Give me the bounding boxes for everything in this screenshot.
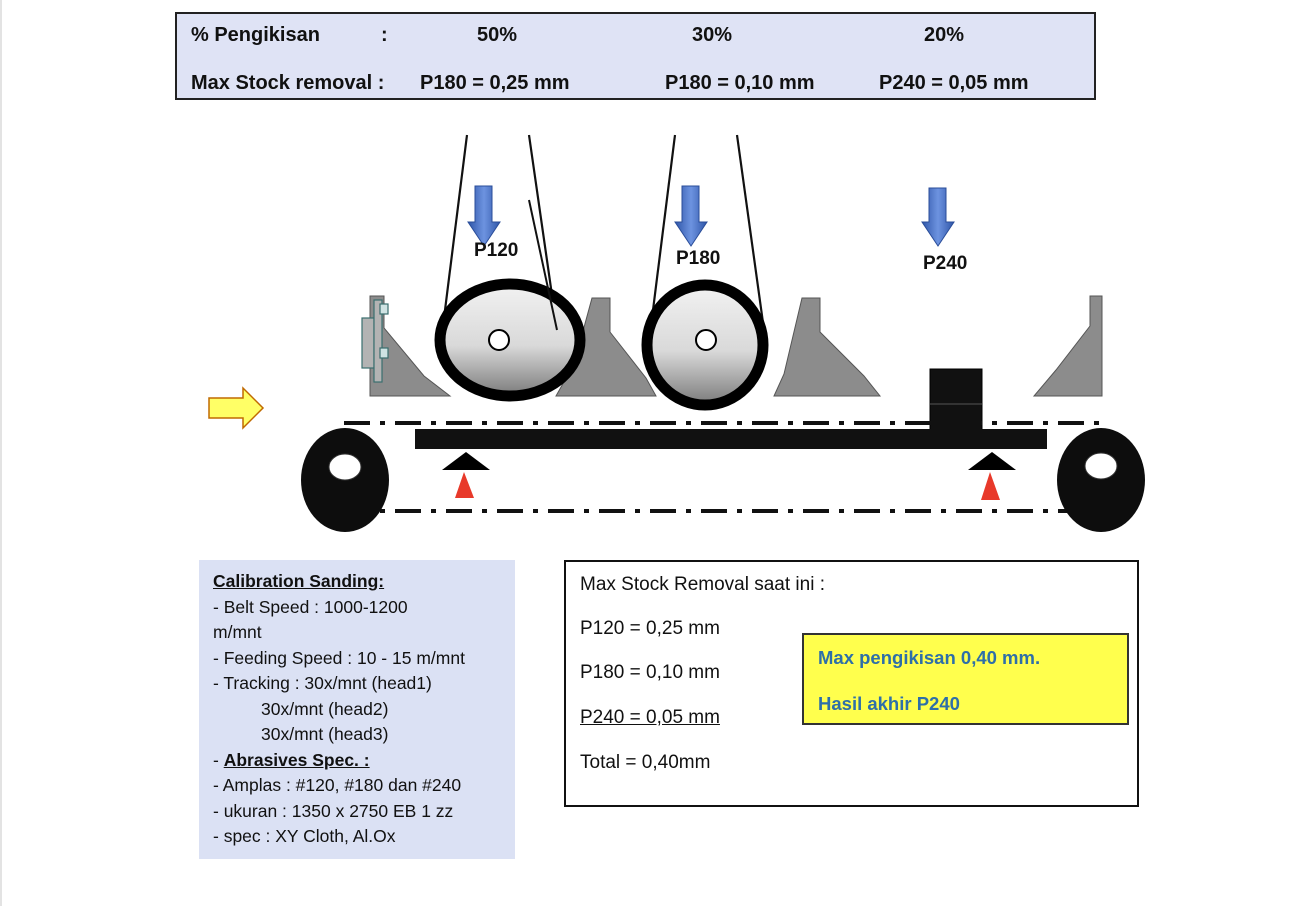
feeding-speed: - Feeding Speed : 10 - 15 m/mnt xyxy=(213,647,465,668)
machine-frames xyxy=(369,295,1103,397)
spec: - spec : XY Cloth, Al.Ox xyxy=(213,826,396,846)
tracking-head2: 30x/mnt (head2) xyxy=(261,698,389,719)
note-hasil-akhir: Hasil akhir P240 xyxy=(818,693,960,714)
stock-p240: P240 = 0,05 mm xyxy=(580,707,720,728)
note-max-pengikisan: Max pengikisan 0,40 mm. xyxy=(818,647,1041,668)
sanding-machine-diagram: P120 P180 P240 xyxy=(0,120,1306,560)
stock-p120: P120 = 0,25 mm xyxy=(580,618,720,639)
page-edge xyxy=(0,0,2,906)
abrasives-prefix: - xyxy=(213,749,224,770)
belt-speed: - Belt Speed : 1000-1200 xyxy=(213,596,408,617)
pengikisan-head2: 30% xyxy=(692,24,733,46)
pengikisan-label: % Pengikisan xyxy=(191,24,320,46)
pressure-arrow-icons xyxy=(467,185,955,247)
tracking-head1: - Tracking : 30x/mnt (head1) xyxy=(213,673,432,693)
feed-direction-arrow-icon xyxy=(208,386,265,430)
machine-drawing xyxy=(208,134,1145,532)
ukuran: - ukuran : 1350 x 2750 EB 1 zz xyxy=(213,800,454,821)
work-table xyxy=(415,429,1047,449)
table-supports xyxy=(442,452,1016,500)
head-label-p180: P180 xyxy=(676,248,721,269)
result-note: Max pengikisan 0,40 mm. Hasil akhir P240 xyxy=(802,633,1129,725)
stock-title: Max Stock Removal saat ini : xyxy=(580,574,825,595)
belt-speed-unit: m/mnt xyxy=(213,622,262,642)
amplas: - Amplas : #120, #180 dan #240 xyxy=(213,775,462,795)
stock-p180: P180 = 0,10 mm xyxy=(580,662,720,683)
abrasives-title: Abrasives Spec. : xyxy=(223,749,370,770)
calibration-panel: Calibration Sanding: - Belt Speed : 1000… xyxy=(199,560,515,859)
stock-removal-head2: P180 = 0,10 mm xyxy=(665,72,815,94)
sanding-drums xyxy=(434,199,769,411)
pengikisan-table: % Pengikisan : 50% 30% 20% Max Stock rem… xyxy=(175,12,1096,100)
pengikisan-head1: 50% xyxy=(477,24,518,46)
conveyor-belt xyxy=(344,421,1102,513)
stock-total: Total = 0,40mm xyxy=(580,752,711,773)
stock-removal-label: Max Stock removal : xyxy=(191,72,385,94)
head-label-p120: P120 xyxy=(474,240,519,261)
stock-removal-head1: P180 = 0,25 mm xyxy=(420,72,570,94)
conveyor-rollers xyxy=(301,428,1145,532)
pengikisan-colon: : xyxy=(381,24,388,46)
calibration-title: Calibration Sanding: xyxy=(213,571,385,591)
pengikisan-head3: 20% xyxy=(924,24,965,46)
stock-removal-head3: P240 = 0,05 mm xyxy=(879,72,1029,94)
clamp-bracket xyxy=(361,299,389,383)
head-label-p240: P240 xyxy=(923,253,968,274)
stock-removal-panel: Max Stock Removal saat ini : P120 = 0,25… xyxy=(564,560,1139,807)
tracking-head3: 30x/mnt (head3) xyxy=(261,724,389,744)
